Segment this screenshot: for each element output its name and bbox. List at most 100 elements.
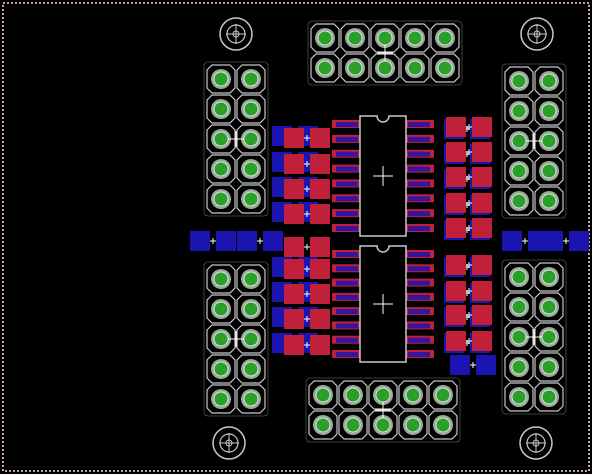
origin-cross xyxy=(466,262,472,268)
header-pin xyxy=(206,264,236,294)
header-pin xyxy=(206,124,236,154)
ic-body-outline xyxy=(359,115,407,237)
header-pin xyxy=(504,262,534,292)
header-pin xyxy=(206,184,236,214)
mounting-hole xyxy=(212,426,246,460)
right-lower-header xyxy=(501,259,567,415)
header-pin xyxy=(236,294,266,324)
origin-cross xyxy=(210,238,216,244)
origin-cross xyxy=(304,342,310,348)
header-pin xyxy=(368,410,398,440)
top-smd-resistor xyxy=(284,179,330,199)
header-pin xyxy=(534,156,564,186)
header-pin xyxy=(534,382,564,412)
header-pin xyxy=(206,354,236,384)
ic-layer xyxy=(332,115,434,363)
top-smd-resistor xyxy=(446,331,492,351)
header-pin xyxy=(534,322,564,352)
header-origin-cross xyxy=(526,133,542,149)
header-pin xyxy=(398,380,428,410)
header-pin xyxy=(236,94,266,124)
ic-origin-cross xyxy=(373,294,393,314)
header-pin xyxy=(428,410,458,440)
header-pin xyxy=(400,53,430,83)
top-smd-resistor xyxy=(446,305,492,325)
header-origin-cross xyxy=(228,331,244,347)
header-pin xyxy=(236,324,266,354)
header-pin xyxy=(534,292,564,322)
origin-cross xyxy=(304,266,310,272)
header-pin xyxy=(534,66,564,96)
header-pin xyxy=(430,23,460,53)
header-pin xyxy=(428,380,458,410)
origin-cross xyxy=(304,186,310,192)
top-smd-resistor xyxy=(446,193,492,213)
top-smd-resistor xyxy=(446,167,492,187)
header-pin xyxy=(504,186,534,216)
top-smd-resistor xyxy=(284,284,330,304)
smd-pads-layer xyxy=(190,117,589,375)
header-pin xyxy=(534,186,564,216)
bottom-header xyxy=(305,377,461,443)
top-smd-resistor xyxy=(284,335,330,355)
header-pin xyxy=(236,154,266,184)
header-pin xyxy=(310,23,340,53)
top-smd-resistor xyxy=(284,204,330,224)
top-smd-resistor xyxy=(446,218,492,238)
header-pin xyxy=(504,96,534,126)
header-pin xyxy=(504,156,534,186)
right-upper-header xyxy=(501,63,567,219)
origin-cross xyxy=(304,244,310,250)
header-pin xyxy=(308,410,338,440)
header-pin xyxy=(340,23,370,53)
header-pin xyxy=(338,380,368,410)
header-pin xyxy=(400,23,430,53)
header-pin xyxy=(430,53,460,83)
header-pin xyxy=(236,64,266,94)
header-pin xyxy=(370,53,400,83)
top-smd-resistor xyxy=(446,142,492,162)
origin-cross xyxy=(304,291,310,297)
top-smd-resistor xyxy=(284,259,330,279)
left-upper-header xyxy=(203,61,269,217)
origin-cross xyxy=(304,161,310,167)
header-pin xyxy=(534,96,564,126)
top-smd-resistor xyxy=(446,255,492,275)
mounting-hole xyxy=(219,17,253,51)
mounting-hole xyxy=(519,426,553,460)
header-pin xyxy=(236,184,266,214)
mounting-hole-layer xyxy=(212,17,554,460)
header-layer xyxy=(203,20,567,443)
header-pin xyxy=(206,324,236,354)
header-pin xyxy=(236,354,266,384)
ic-u2 xyxy=(332,245,434,363)
header-pin xyxy=(308,380,338,410)
header-pin xyxy=(206,384,236,414)
bottom-smd-resistor xyxy=(543,231,589,251)
ic-origin-cross xyxy=(373,166,393,186)
header-pin xyxy=(340,53,370,83)
origin-cross xyxy=(304,135,310,141)
origin-cross xyxy=(470,362,476,368)
origin-cross xyxy=(304,316,310,322)
origin-cross xyxy=(563,238,569,244)
top-smd-resistor xyxy=(284,309,330,329)
origin-cross xyxy=(466,288,472,294)
header-pin xyxy=(534,262,564,292)
header-pin xyxy=(206,94,236,124)
mounting-hole xyxy=(520,17,554,51)
top-smd-resistor xyxy=(284,237,330,257)
origin-cross xyxy=(466,225,472,231)
header-pin xyxy=(534,352,564,382)
origin-cross xyxy=(304,211,310,217)
top-smd-resistor xyxy=(284,154,330,174)
left-lower-header xyxy=(203,261,269,417)
top-smd-resistor xyxy=(446,117,492,137)
header-origin-cross xyxy=(377,45,393,61)
origin-cross xyxy=(466,149,472,155)
origin-cross xyxy=(522,238,528,244)
header-pin xyxy=(504,66,534,96)
header-pin xyxy=(398,410,428,440)
bottom-smd-resistor xyxy=(237,231,283,251)
